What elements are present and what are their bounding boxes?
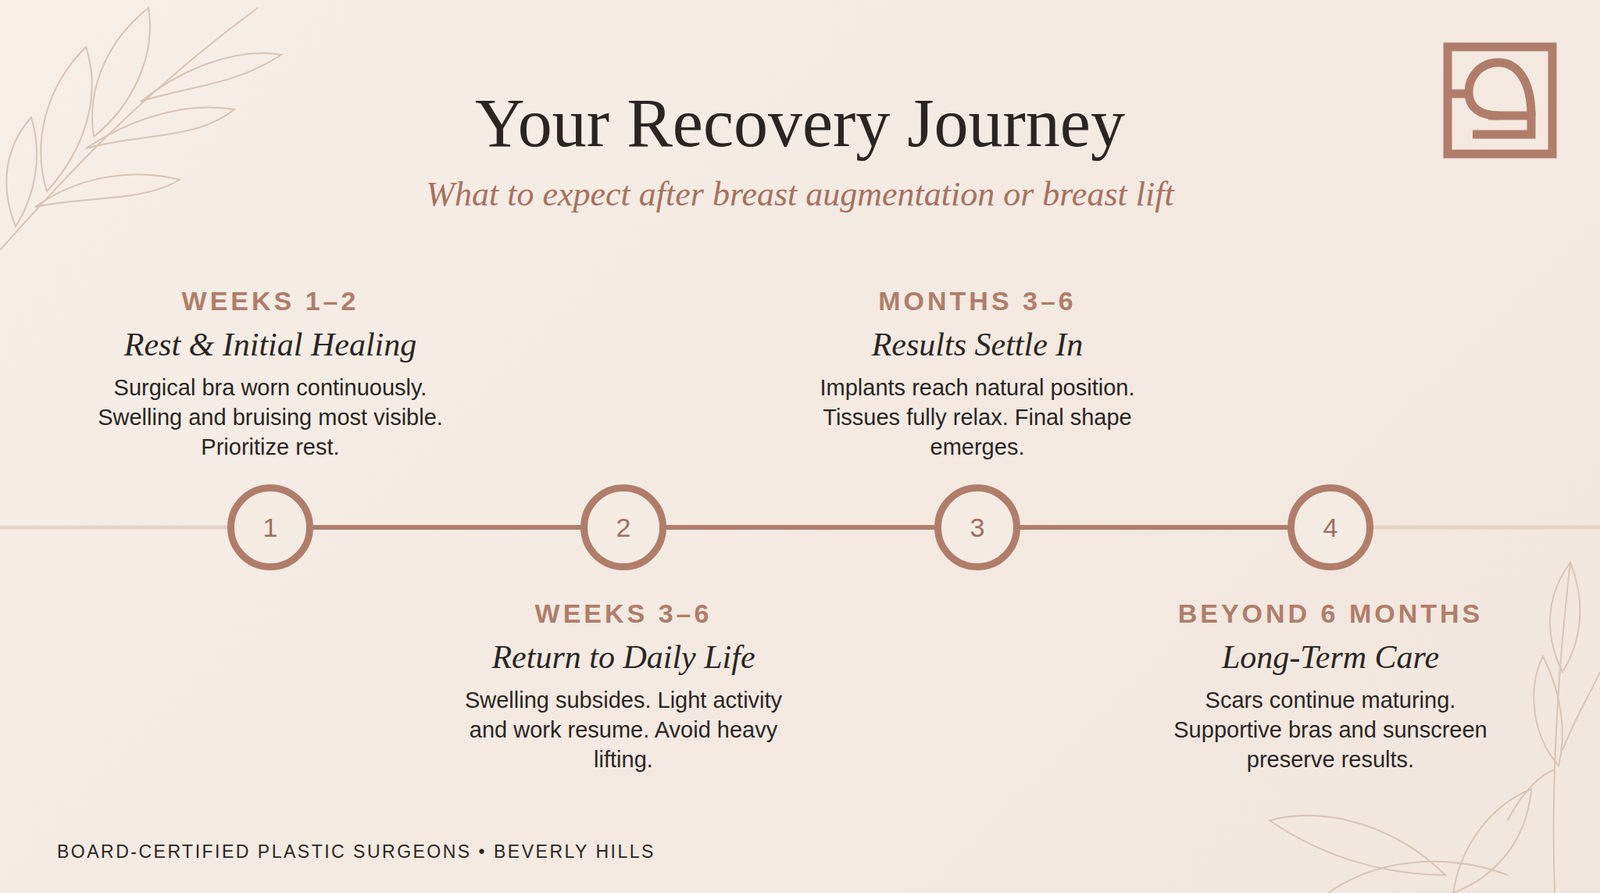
phase-title: Long-Term Care [1221, 637, 1440, 677]
step-circle: 2 [580, 484, 667, 571]
timeline-connector [313, 525, 581, 530]
subtitle: What to expect after breast augmentation… [425, 174, 1174, 215]
phase-title: Results Settle In [871, 325, 1084, 365]
step-circle: 3 [934, 484, 1021, 571]
phase-description: Implants reach natural position. Tissues… [805, 372, 1150, 462]
phase-title: Return to Daily Life [491, 637, 755, 677]
footer-note: BOARD-CERTIFIED PLASTIC SURGEONS • BEVER… [57, 841, 656, 863]
step-number: 3 [970, 512, 986, 543]
phase-description: Swelling subsides. Light activity and wo… [447, 685, 800, 775]
phase-description: Surgical bra worn continuously. Swelling… [82, 372, 458, 462]
period-heading: MONTHS 3–6 [878, 285, 1077, 317]
diagram-title: Your Recovery Journey [475, 83, 1125, 163]
leaf-branch [0, 7, 282, 250]
timeline-connector [1020, 525, 1288, 530]
step-number: 4 [1323, 512, 1339, 543]
logo-mark [1447, 46, 1553, 154]
phase-title: Rest & Initial Healing [124, 325, 417, 365]
step-circle: 4 [1287, 484, 1374, 571]
timeline-connector [666, 525, 935, 530]
step-number: 1 [263, 512, 279, 543]
phase-description: Scars continue maturing. Supportive bras… [1154, 685, 1507, 775]
period-heading: WEEKS 3–6 [535, 597, 713, 629]
period-heading: WEEKS 1–2 [182, 285, 360, 317]
step-number: 2 [616, 512, 632, 543]
period-heading: BEYOND 6 MONTHS [1178, 597, 1484, 629]
step-circle: 1 [227, 484, 314, 571]
